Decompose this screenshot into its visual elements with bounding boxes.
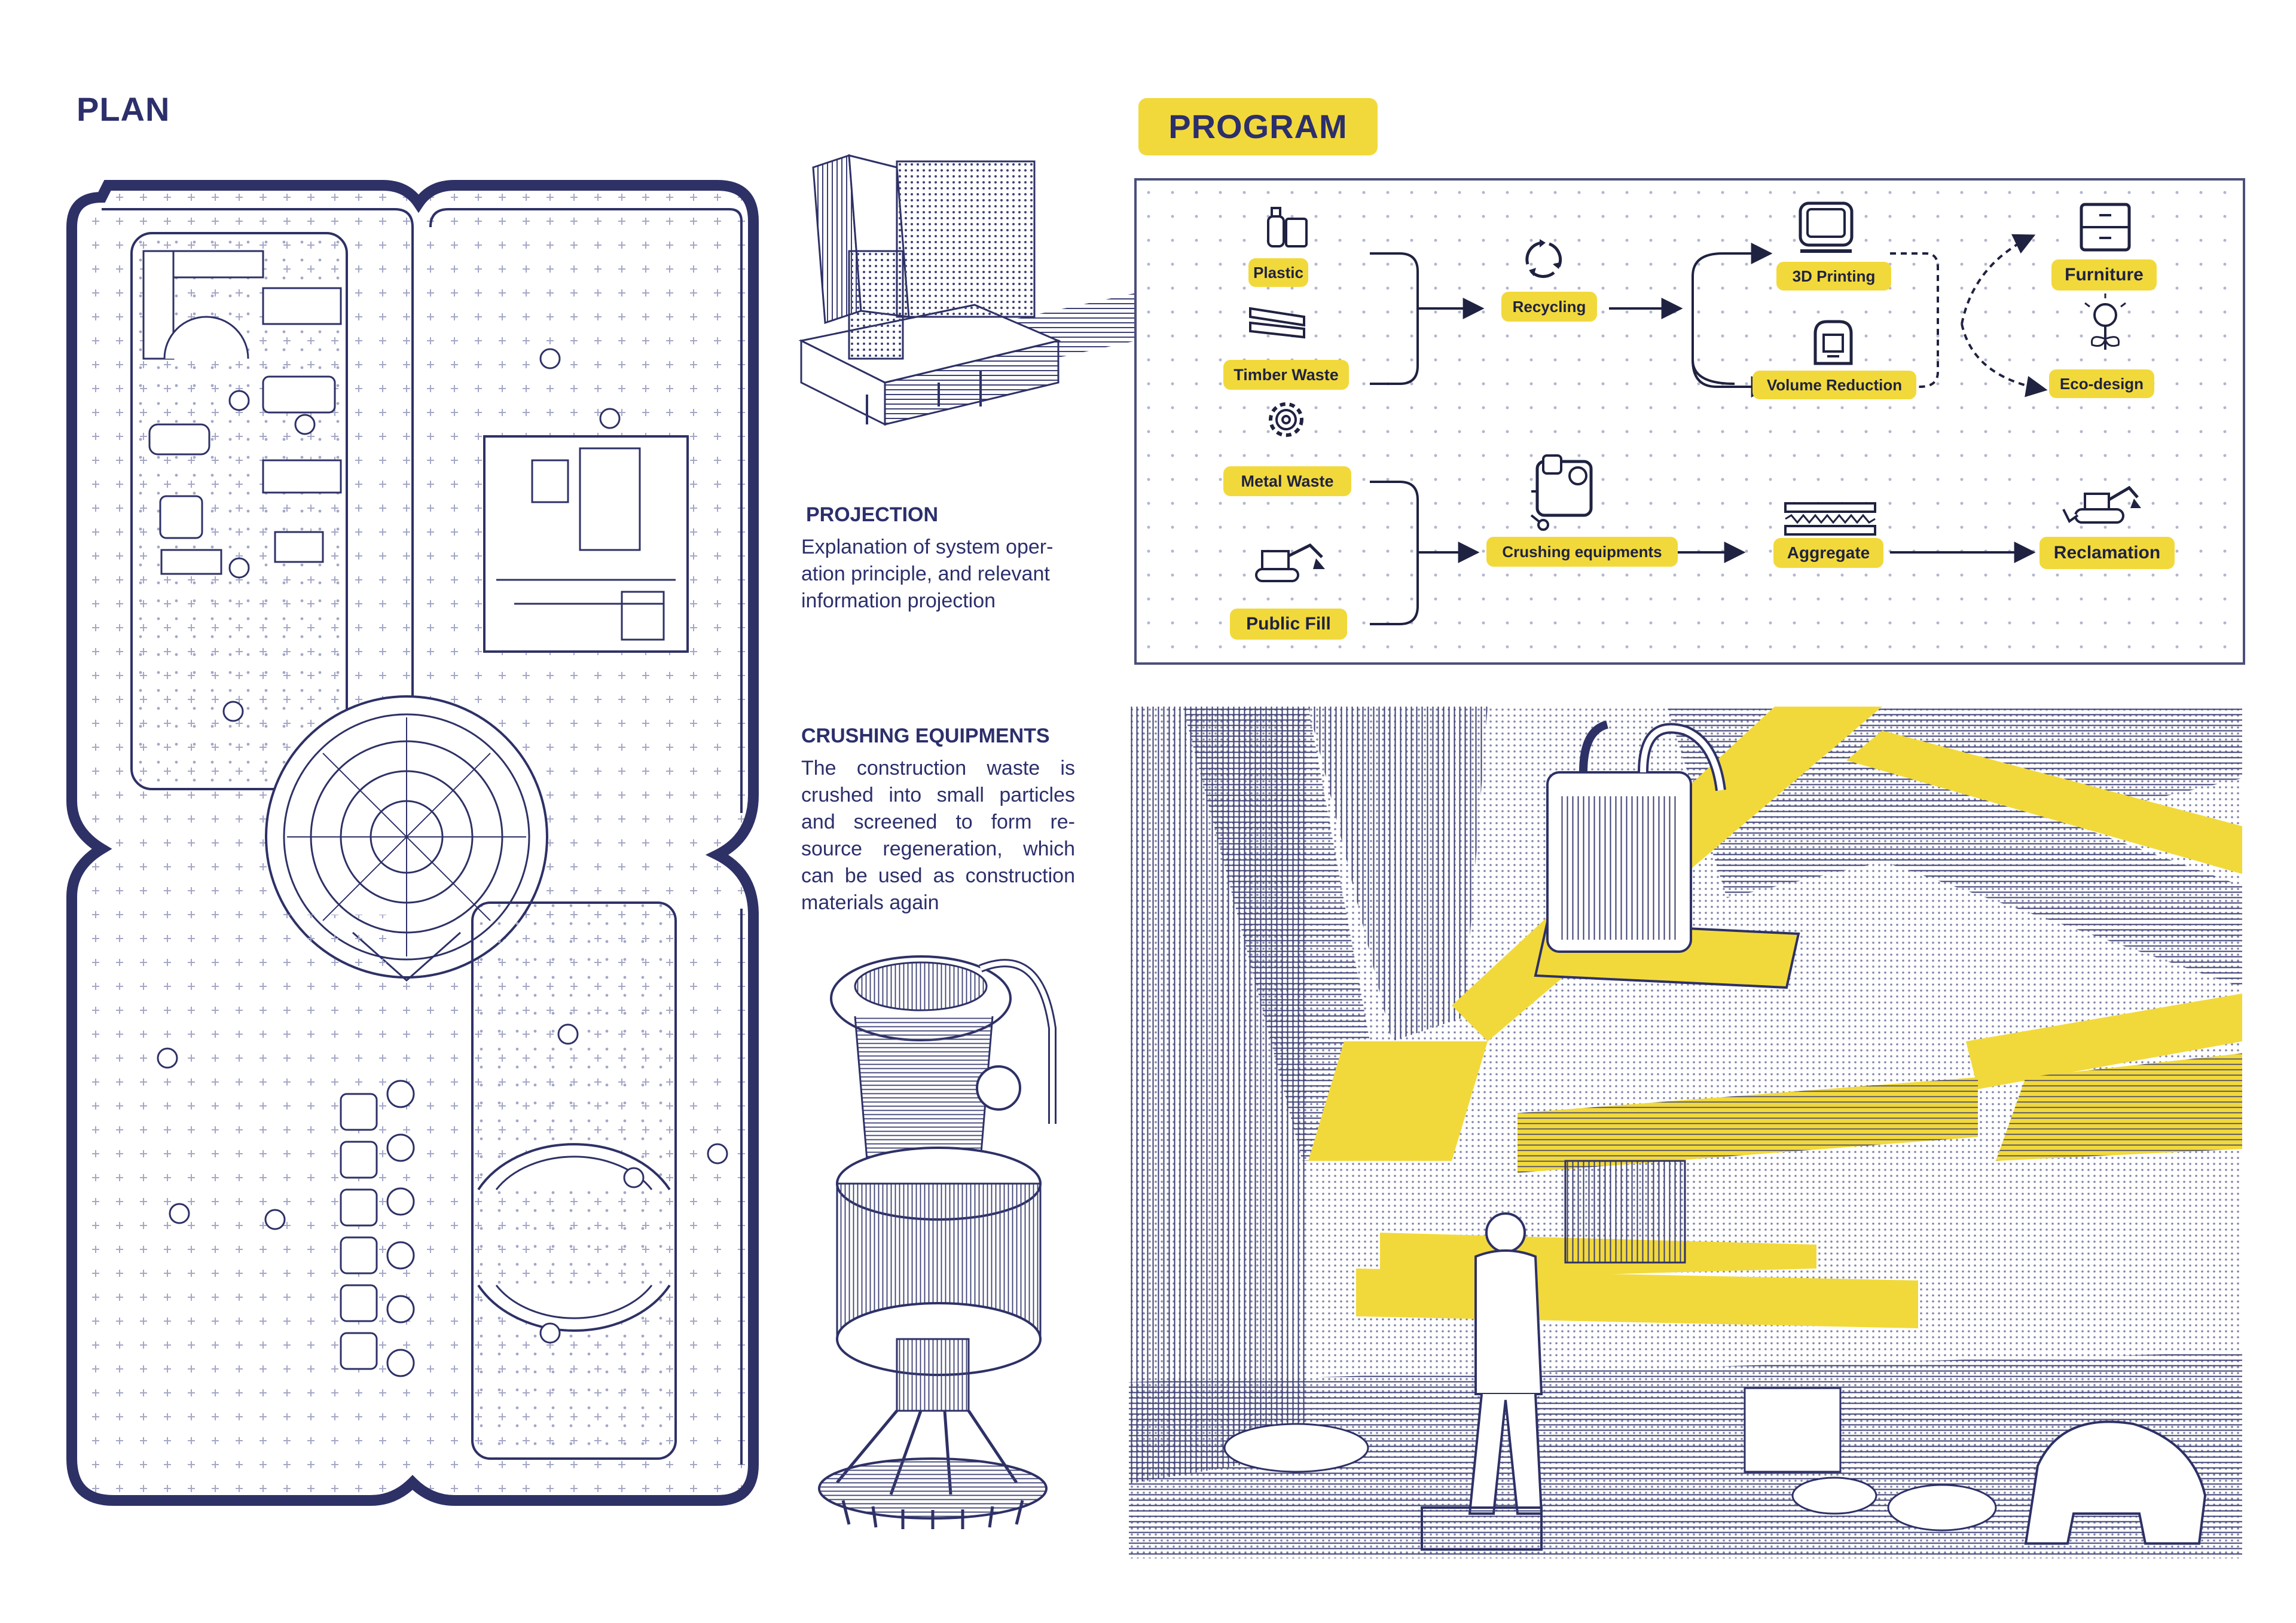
plan-room-lounge xyxy=(130,232,348,790)
crushing-line: can be used as construction xyxy=(801,864,1075,887)
flow-input-plastic: Plastic xyxy=(1248,258,1308,287)
lightbulb-plant-icon xyxy=(2084,294,2126,350)
crushing-line: The construction waste is xyxy=(801,757,1075,780)
flow-stage-aggregate: Aggregate xyxy=(1773,538,1883,568)
crushing-description: The construction waste is crushed into s… xyxy=(801,755,1075,916)
layers-icon xyxy=(1784,502,1876,536)
flow-output-furniture: Furniture xyxy=(2051,259,2157,291)
projection-illustration xyxy=(777,143,1136,490)
projection-line: ation principle, and relevant xyxy=(801,563,1050,585)
floor-plan-drawing xyxy=(66,180,759,1506)
bulldozer-icon xyxy=(2062,485,2141,524)
flow-stage-crushing: Crushing equipments xyxy=(1486,537,1678,567)
flow-input-timber: Timber Waste xyxy=(1223,360,1349,390)
projection-line: Explanation of system oper- xyxy=(801,536,1054,558)
plan-room-machine xyxy=(483,435,689,653)
program-title: PROGRAM xyxy=(1138,98,1378,155)
projection-description: Explanation of system oper- ation princi… xyxy=(801,534,1088,615)
flow-stage-volume-reduction: Volume Reduction xyxy=(1752,371,1916,399)
gear-icon xyxy=(1269,402,1303,437)
cabinet-icon xyxy=(2080,203,2131,252)
crushing-line: and screened to form re- xyxy=(801,811,1075,833)
flow-stage-recycling: Recycling xyxy=(1501,292,1597,322)
interior-perspective-render xyxy=(1129,707,2242,1558)
monitor-printer-icon xyxy=(1799,201,1854,253)
excavator-icon xyxy=(1255,543,1325,582)
flow-output-eco-design: Eco-design xyxy=(2049,369,2154,398)
crushing-heading: CRUSHING EQUIPMENTS xyxy=(801,725,1050,747)
flow-input-metal: Metal Waste xyxy=(1223,466,1351,496)
crushing-line: source regeneration, which xyxy=(801,838,1075,860)
compactor-icon xyxy=(1813,320,1853,365)
projection-line: information projection xyxy=(801,589,996,612)
planks-icon xyxy=(1249,307,1305,339)
crusher-illustration xyxy=(801,933,1082,1530)
recycle-icon xyxy=(1525,239,1562,278)
flow-output-reclamation: Reclamation xyxy=(2039,537,2175,569)
projection-heading: PROJECTION xyxy=(806,503,939,526)
crushing-line: materials again xyxy=(801,891,939,914)
flow-stage-3d-printing: 3D Printing xyxy=(1776,262,1891,291)
crusher-machine-icon xyxy=(1530,454,1593,531)
flow-input-public-fill: Public Fill xyxy=(1230,609,1347,640)
bottles-icon xyxy=(1267,207,1308,247)
program-flow-diagram: Plastic Timber Waste Metal Waste Public … xyxy=(1134,178,2245,665)
crushing-line: crushed into small particles xyxy=(801,784,1075,806)
floor-plan xyxy=(60,161,765,1536)
flow-connectors xyxy=(1249,201,2141,625)
plan-title: PLAN xyxy=(77,90,170,128)
